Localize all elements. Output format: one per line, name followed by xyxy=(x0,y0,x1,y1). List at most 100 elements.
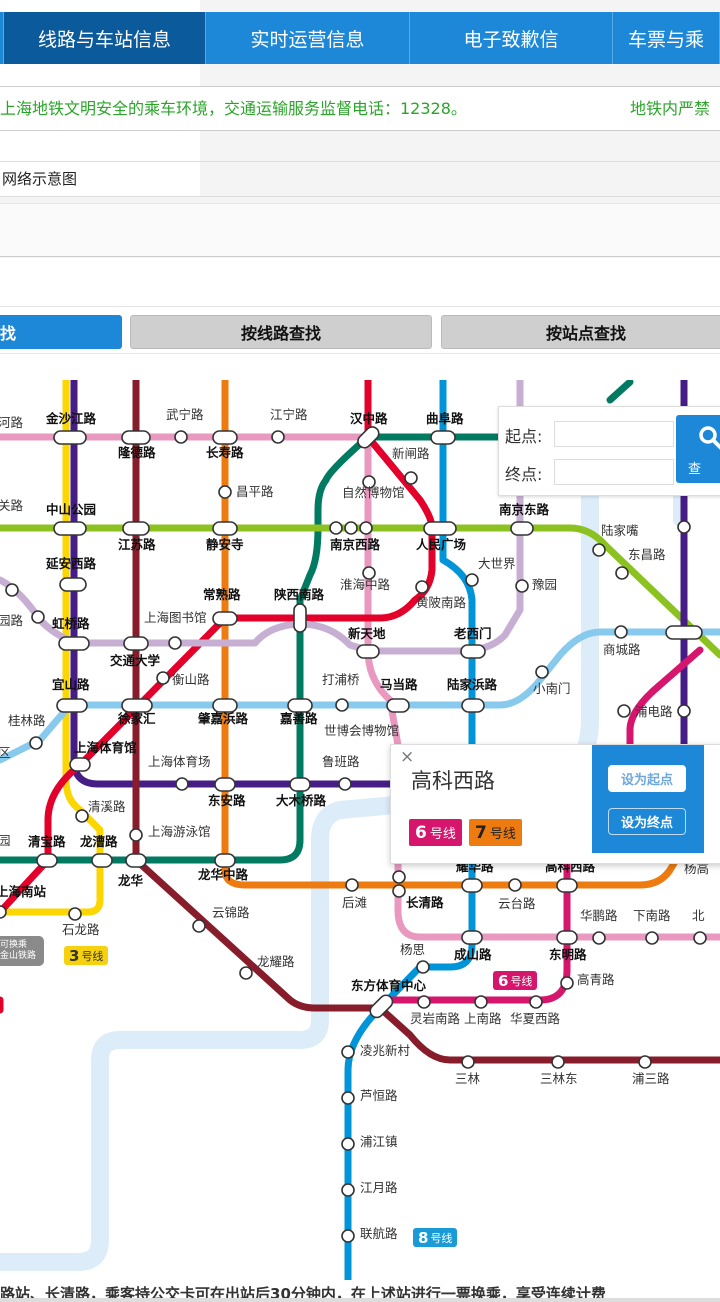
station-label[interactable]: 陆家嘴 xyxy=(601,523,639,538)
station-label[interactable]: 南京东路 xyxy=(499,502,550,517)
station-label[interactable]: 华夏西路 xyxy=(510,1011,561,1026)
station-label[interactable]: 三林东 xyxy=(540,1071,578,1086)
set-start-button[interactable]: 设为起点 xyxy=(608,765,686,792)
station-label[interactable]: 徐家汇 xyxy=(118,711,156,726)
station-label[interactable]: 豫园 xyxy=(532,577,558,592)
station-label[interactable]: 中山公园 xyxy=(46,502,97,517)
station-label[interactable]: 曲阜路 xyxy=(426,411,464,426)
station-label[interactable]: 灵岩南路 xyxy=(410,1011,461,1026)
set-end-button[interactable]: 设为终点 xyxy=(608,808,686,835)
station-label[interactable]: 石龙路 xyxy=(62,922,100,937)
station-label[interactable]: 桂林路 xyxy=(8,713,46,728)
station-label[interactable]: 隆德路 xyxy=(118,445,156,460)
station-label[interactable]: 大世界 xyxy=(478,556,516,571)
station-label[interactable]: 老西门 xyxy=(454,626,492,641)
station-label[interactable]: 三林 xyxy=(455,1071,481,1086)
station-label[interactable]: 后滩 xyxy=(342,895,368,910)
station-label[interactable]: 东昌路 xyxy=(628,547,666,562)
tab-line-station-info[interactable]: 线路与车站信息 xyxy=(4,12,206,64)
station-label[interactable]: 清宝路 xyxy=(28,834,66,849)
station-label[interactable]: 下南路 xyxy=(633,908,671,923)
station-label[interactable]: 衡山路 xyxy=(172,672,210,687)
station-label[interactable]: 杨思 xyxy=(400,942,426,957)
station-label[interactable]: 长清路 xyxy=(406,895,444,910)
station-label[interactable]: 浦江镇 xyxy=(360,1134,398,1149)
station-label[interactable]: 成山路 xyxy=(454,947,492,962)
station-label[interactable]: 肇嘉浜路 xyxy=(198,711,249,726)
station-label[interactable]: 马当路 xyxy=(380,677,418,692)
station-label[interactable]: 园 xyxy=(0,833,11,848)
close-icon[interactable]: × xyxy=(400,747,415,767)
station-label[interactable]: 昌平路 xyxy=(236,484,274,499)
station-label[interactable]: 静安寺 xyxy=(206,537,244,552)
station-label[interactable]: 打浦桥 xyxy=(322,672,360,687)
station-label[interactable]: 鲁班路 xyxy=(322,754,360,769)
tab-search-by-line[interactable]: 按线路查找 xyxy=(130,315,432,349)
station-label[interactable]: 上海游泳馆 xyxy=(148,824,211,839)
station-label[interactable]: 东安路 xyxy=(208,793,246,808)
station-label[interactable]: 上海体育馆 xyxy=(74,740,137,755)
station-label[interactable]: 河路 xyxy=(0,415,24,430)
station-label[interactable]: 龙耀路 xyxy=(257,954,295,969)
tab-search-by-station[interactable]: 按站点查找 xyxy=(441,315,720,349)
station-label[interactable]: 宜山路 xyxy=(52,677,90,692)
tab-route-search[interactable]: 找 xyxy=(0,315,122,349)
station-label[interactable]: 上海南站 xyxy=(0,884,47,899)
station-label[interactable]: 南京西路 xyxy=(330,537,381,552)
station-label[interactable]: 上海体育场 xyxy=(148,754,211,769)
station-label[interactable]: 小南门 xyxy=(533,681,571,696)
station-label[interactable]: 江苏路 xyxy=(118,537,156,552)
station-label[interactable]: 淮海中路 xyxy=(340,577,391,592)
route-search-button[interactable]: 查 xyxy=(676,415,720,483)
station-label[interactable]: 大木桥路 xyxy=(276,793,327,808)
station-label[interactable]: 龙华中路 xyxy=(198,867,249,882)
station-label[interactable]: 上南路 xyxy=(464,1011,502,1026)
station-label[interactable]: 江宁路 xyxy=(270,407,308,422)
station-label[interactable]: 园路 xyxy=(0,613,24,628)
station-label[interactable]: 龙漕路 xyxy=(80,834,118,849)
station-label[interactable]: 常熟路 xyxy=(203,587,241,602)
station-label[interactable]: 云锦路 xyxy=(212,905,250,920)
station-label[interactable]: 黄陂南路 xyxy=(416,595,467,610)
station-label[interactable]: 汉中路 xyxy=(350,411,388,426)
station-label[interactable]: 云台路 xyxy=(498,896,536,911)
station-label[interactable]: 区 xyxy=(0,745,11,760)
station-label[interactable]: 江月路 xyxy=(360,1180,398,1195)
station-label[interactable]: 联航路 xyxy=(360,1226,398,1241)
station-label[interactable]: 龙华 xyxy=(118,873,144,888)
station-label[interactable]: 嘉善路 xyxy=(280,711,318,726)
station-label[interactable]: 东明路 xyxy=(549,947,587,962)
station-label[interactable]: 芦恒路 xyxy=(360,1088,398,1103)
station-label[interactable]: 新天地 xyxy=(348,626,386,641)
station-label[interactable]: 陕西南路 xyxy=(274,587,325,602)
station-label[interactable]: 人民广场 xyxy=(416,537,467,552)
tab-apology-letter[interactable]: 电子致歉信 xyxy=(410,12,613,64)
station-label[interactable]: 东方体育中心 xyxy=(351,978,427,993)
station-label[interactable]: 延安西路 xyxy=(46,556,97,571)
station-label[interactable]: 世博会博物馆 xyxy=(324,723,400,738)
station-label[interactable]: 武宁路 xyxy=(166,407,204,422)
station-label[interactable]: 浦三路 xyxy=(632,1071,670,1086)
station-label[interactable]: 杨高 xyxy=(684,861,710,876)
station-label[interactable]: 虹桥路 xyxy=(52,616,90,631)
station-label[interactable]: 自然博物馆 xyxy=(342,485,405,500)
station-label[interactable]: 陆家浜路 xyxy=(447,677,498,692)
station-label[interactable]: 华鹏路 xyxy=(580,908,618,923)
start-input[interactable] xyxy=(554,421,674,447)
station-label[interactable]: 长寿路 xyxy=(206,445,244,460)
station-label[interactable]: 关路 xyxy=(0,498,24,513)
station-label[interactable]: 上海图书馆 xyxy=(144,610,207,625)
station-label[interactable]: 金沙江路 xyxy=(46,411,97,426)
tab-realtime-operation[interactable]: 实时运营信息 xyxy=(206,12,410,64)
tab-tickets[interactable]: 车票与乘 xyxy=(613,12,720,64)
end-input[interactable] xyxy=(554,459,674,485)
station-label[interactable]: 浦电路 xyxy=(635,704,673,719)
station-label[interactable]: 清溪路 xyxy=(88,799,126,814)
station-label[interactable]: 北 xyxy=(692,908,705,923)
station-label[interactable]: 新闸路 xyxy=(392,446,430,461)
station-label[interactable]: 高青路 xyxy=(577,972,615,987)
station-label[interactable]: 商城路 xyxy=(603,642,641,657)
station-label[interactable]: 凌兆新村 xyxy=(360,1043,411,1058)
